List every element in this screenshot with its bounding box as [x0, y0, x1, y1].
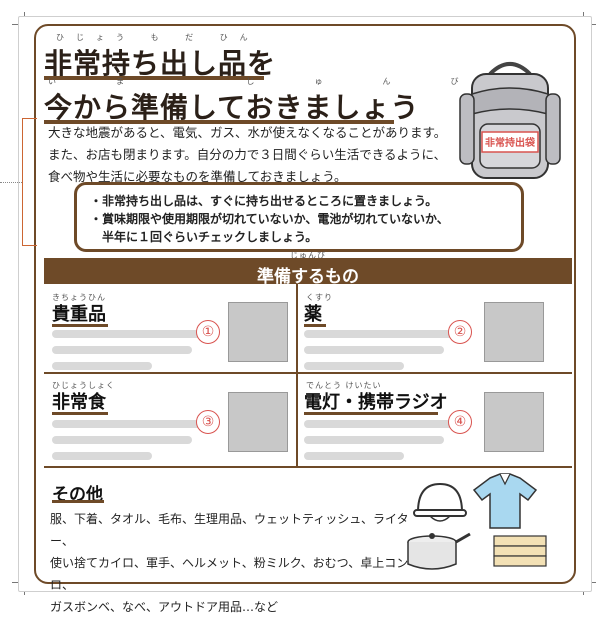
number-badge: ④: [448, 410, 472, 434]
backpack-icon: 非常持出袋: [459, 62, 561, 179]
redacted-line: [304, 452, 404, 460]
title-underline-2: [44, 120, 394, 124]
cell-title-emergency-food: 非常食: [52, 392, 106, 413]
grid-divider-v: [296, 284, 298, 468]
intro-line: また、お店も閉まります。自分の力で３日間ぐらい生活できるように、: [48, 147, 447, 162]
cell-title-light-radio: 電灯・携帯ラジオ: [304, 392, 448, 413]
margin-bracket: [22, 118, 37, 246]
other-line: 服、下着、タオル、毛布、生理用品、ウェットティッシュ、ライター、: [50, 512, 409, 548]
notes-box: [74, 182, 524, 252]
note-line: 半年に１回ぐらいチェックしましょう。: [90, 230, 318, 244]
photo-placeholder: [228, 302, 288, 362]
grid-divider-h2: [44, 466, 572, 468]
backpack-tag: 非常持出袋: [485, 136, 536, 149]
redacted-line: [52, 330, 202, 338]
redacted-line: [304, 330, 454, 338]
cell-title-underline: [304, 412, 438, 415]
intro-line: 食べ物や生活に必要なものを準備しておきましょう。: [48, 169, 347, 184]
redacted-line: [52, 346, 192, 354]
helmet-icon: [413, 482, 467, 522]
cell-title-medicine: 薬: [304, 304, 322, 325]
title-ruby-1: ひじょう も だ ひん: [56, 33, 260, 42]
cell-title-underline: [52, 412, 108, 415]
grid-divider-h1: [44, 372, 572, 374]
redacted-line: [52, 436, 192, 444]
other-title-underline: [52, 500, 104, 503]
number-badge: ①: [196, 320, 220, 344]
redacted-line: [304, 362, 404, 370]
photo-placeholder: [484, 392, 544, 452]
cell-title-underline: [52, 324, 108, 327]
number-badge: ②: [448, 320, 472, 344]
intro-text: 大きな地震があると、電気、ガス、水が使えなくなることがあります。 また、お店も閉…: [48, 122, 458, 188]
title-underline-1: [44, 76, 264, 80]
margin-guide: [0, 182, 22, 183]
redacted-line: [52, 362, 152, 370]
page-title-line2: 今から準備しておきましょう: [44, 91, 420, 124]
section-header-bar: [44, 258, 572, 284]
redacted-line: [52, 420, 202, 428]
note-line: ・賞味期限や使用期限が切れていないか、電池が切れていないか、: [90, 212, 449, 226]
cell-ruby: くすり: [306, 293, 333, 302]
shirt-icon: [472, 473, 538, 529]
cell-ruby: きちょうひん: [52, 293, 106, 302]
pot-icon: [407, 532, 471, 570]
note-line: ・非常持ち出し品は、すぐに持ち出せるところに置きましょう。: [90, 194, 438, 208]
photo-placeholder: [484, 302, 544, 362]
number-badge: ③: [196, 410, 220, 434]
other-line: ガスボンベ、なべ、アウトドア用品…など: [50, 600, 279, 614]
cell-title-valuables: 貴重品: [52, 304, 106, 325]
redacted-line: [52, 452, 152, 460]
redacted-line: [304, 436, 444, 444]
title-ruby-2: いま じゅんび: [48, 77, 519, 86]
section-title: 準備するもの: [257, 267, 359, 287]
other-line: 使い捨てカイロ、軍手、ヘルメット、粉ミルク、おむつ、卓上コンロ、: [50, 556, 409, 592]
redacted-line: [304, 346, 444, 354]
cell-ruby: でんとう けいたい: [306, 381, 382, 390]
page-title-line1: 非常持ち出し品を: [44, 47, 277, 80]
section-ruby: じゅんび: [290, 251, 326, 260]
other-items-text: 服、下着、タオル、毛布、生理用品、ウェットティッシュ、ライター、 使い捨てカイロ…: [50, 508, 410, 618]
photo-placeholder: [228, 392, 288, 452]
redacted-line: [304, 420, 454, 428]
intro-line: 大きな地震があると、電気、ガス、水が使えなくなることがあります。: [48, 125, 447, 140]
cell-title-underline: [304, 324, 326, 327]
cell-ruby: ひじょうしょく: [52, 381, 115, 390]
towel-icon: [493, 535, 547, 567]
